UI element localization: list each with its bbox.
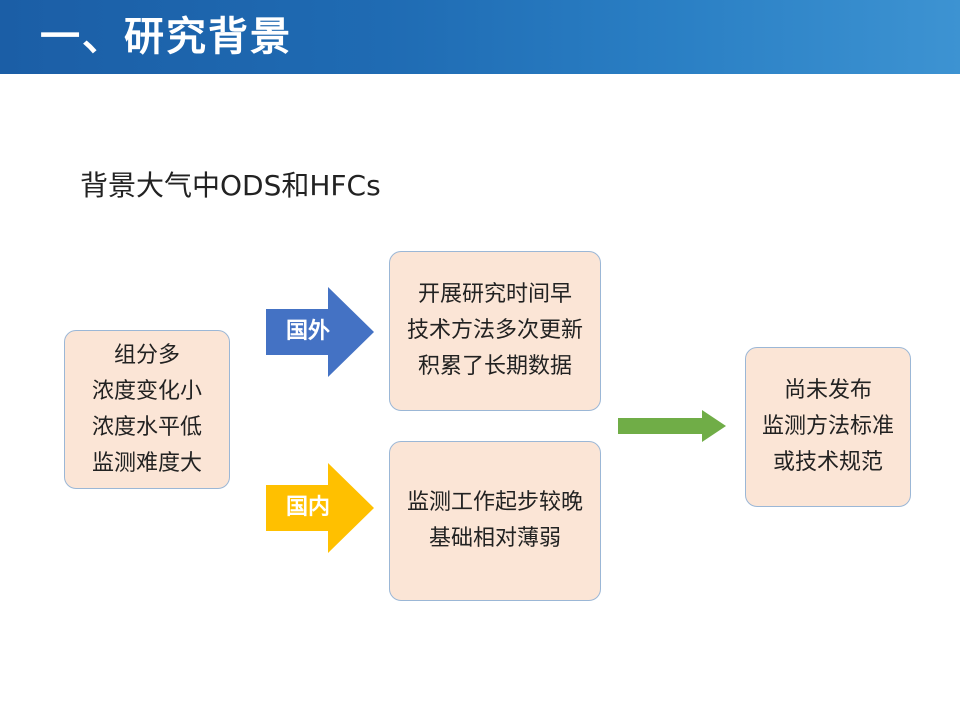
domestic-label: 国内 xyxy=(286,495,331,520)
conclusion-line-2: 监测方法标准 xyxy=(761,414,894,439)
foreign-line-2: 技术方法多次更新 xyxy=(406,318,583,343)
slide-subtitle: 背景大气中ODS和HFCs xyxy=(80,169,381,202)
conclusion-line-1: 尚未发布 xyxy=(783,378,872,403)
domestic-arrow-icon xyxy=(266,463,374,553)
slide-title: 一、研究背景 xyxy=(40,14,292,60)
domestic-line-2: 基础相对薄弱 xyxy=(428,526,561,551)
foreign-label: 国外 xyxy=(286,319,331,344)
conclusion-box: 尚未发布 监测方法标准 或技术规范 xyxy=(745,347,911,507)
characteristics-line-4: 监测难度大 xyxy=(91,450,202,476)
domestic-status-box: 监测工作起步较晚 基础相对薄弱 xyxy=(389,441,601,601)
title-bar: 一、研究背景 xyxy=(0,0,960,74)
foreign-line-3: 积累了长期数据 xyxy=(417,354,572,379)
characteristics-line-2: 浓度变化小 xyxy=(91,378,202,404)
conclusion-arrow-icon xyxy=(618,410,726,442)
characteristics-line-3: 浓度水平低 xyxy=(91,414,202,440)
foreign-status-box: 开展研究时间早 技术方法多次更新 积累了长期数据 xyxy=(389,251,601,411)
characteristics-box: 组分多 浓度变化小 浓度水平低 监测难度大 xyxy=(64,330,230,489)
foreign-arrow-icon xyxy=(266,287,374,377)
foreign-line-1: 开展研究时间早 xyxy=(417,282,572,307)
characteristics-line-1: 组分多 xyxy=(113,342,180,368)
conclusion-line-3: 或技术规范 xyxy=(772,450,883,475)
domestic-line-1: 监测工作起步较晚 xyxy=(406,490,583,515)
